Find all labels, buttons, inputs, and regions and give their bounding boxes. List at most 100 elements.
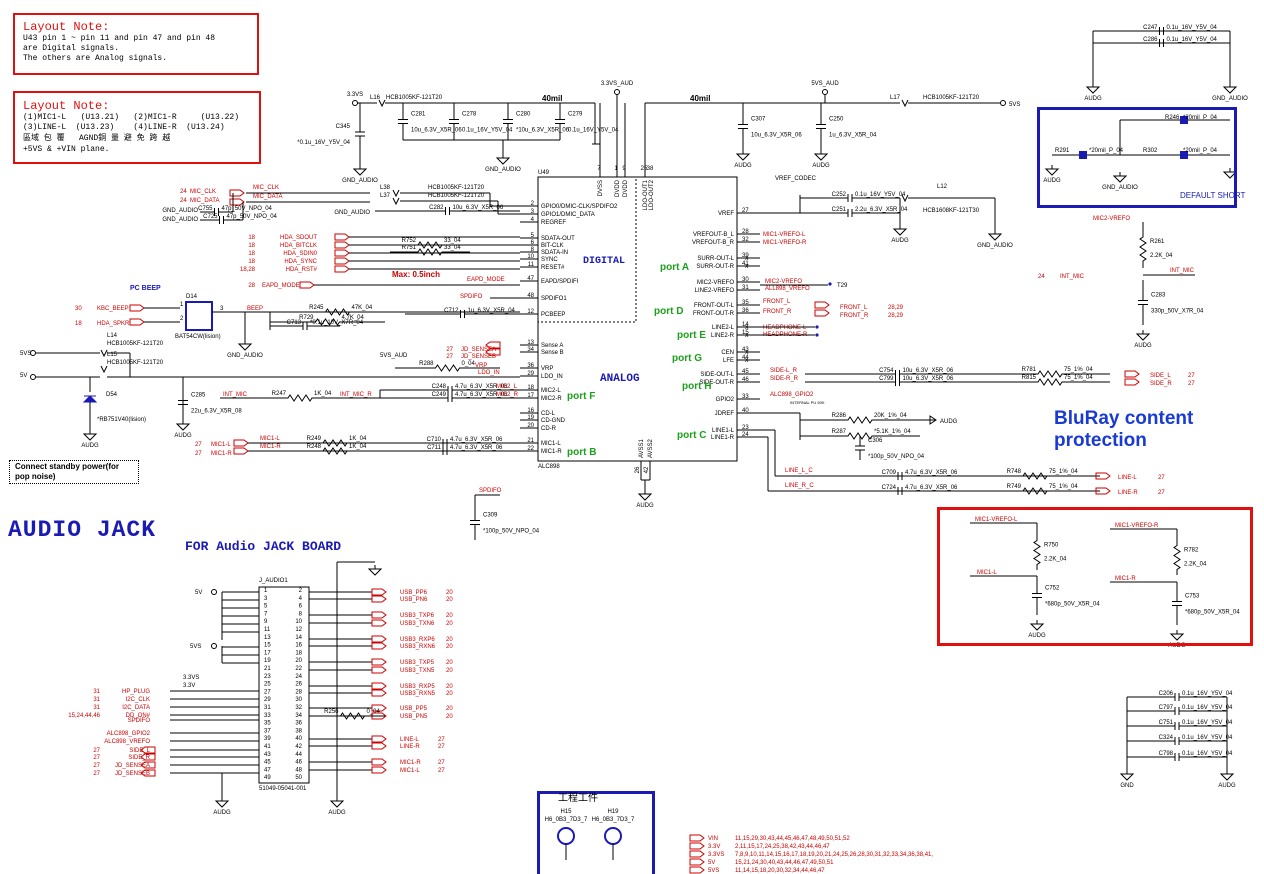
pin-number: 13 bbox=[264, 635, 271, 641]
pin-number: 48 bbox=[527, 293, 534, 299]
pin-name: GPIO0/DMIC-CLK/SPDIFO2 bbox=[541, 204, 618, 210]
ground-symbol bbox=[1044, 168, 1060, 176]
net-label: 20 bbox=[446, 660, 453, 666]
audg-port bbox=[929, 415, 937, 425]
offpage-connector bbox=[229, 189, 245, 197]
pin-number: 32 bbox=[295, 705, 302, 711]
value-label: 75_1%_04 bbox=[1064, 367, 1093, 373]
net-label: LINE-L bbox=[1118, 475, 1137, 481]
ground-label: GND_AUDIO bbox=[485, 167, 521, 173]
pin-name: CEN bbox=[721, 350, 734, 356]
pin-name: SURR-OUT-L bbox=[697, 256, 734, 262]
value-label: 0.1u_16V_Y5V_04 bbox=[855, 192, 906, 198]
net-label: 3.3V bbox=[708, 844, 720, 850]
offpage-connector bbox=[140, 769, 156, 777]
net-label: 1 bbox=[180, 302, 184, 308]
ref-label: C754 bbox=[879, 368, 894, 374]
net-label: 27 bbox=[1158, 475, 1165, 481]
ref-label: C248 bbox=[432, 384, 447, 390]
offpage-connector bbox=[689, 842, 705, 850]
value-label: 4.7u_6.3V_X5R_06 bbox=[455, 392, 508, 398]
net-label: 51049-05041-001 bbox=[259, 786, 307, 792]
ref-label: R288 bbox=[419, 361, 434, 367]
net-label: HEADPHONE-L bbox=[763, 325, 807, 331]
net-label: LINE-L bbox=[400, 737, 419, 743]
resistor bbox=[390, 241, 470, 249]
net-label: 15,24,44,46 bbox=[68, 713, 100, 719]
net-label: I2C_CLK bbox=[126, 697, 150, 703]
net-label: USB_PP6 bbox=[400, 590, 428, 596]
net-label: 18 bbox=[248, 259, 255, 265]
pin-number: 48 bbox=[295, 767, 302, 773]
pin-number: 32 bbox=[742, 237, 749, 243]
pin-number: 2 bbox=[531, 201, 535, 207]
resistor bbox=[300, 439, 370, 447]
ground-label: AUDG bbox=[1134, 343, 1152, 349]
diode-package bbox=[185, 301, 213, 331]
ref-label: C279 bbox=[568, 112, 583, 118]
pin-name: MIC2-VREFO bbox=[697, 280, 734, 286]
net-label: MIC1-R bbox=[1115, 576, 1136, 582]
pin-number: 29 bbox=[264, 697, 271, 703]
ground-symbol bbox=[237, 343, 253, 351]
net-label: HCB1608KF-121T30 bbox=[923, 208, 980, 214]
net-label: HDA_SPKR bbox=[97, 321, 130, 327]
pin-number: 3 bbox=[531, 209, 535, 215]
pin-number: 20 bbox=[295, 658, 302, 664]
value-label: 33_04 bbox=[444, 245, 461, 251]
value-label: 4.7u_6.3V_X5R_06 bbox=[905, 470, 958, 476]
pin-number: 28 bbox=[742, 229, 749, 235]
resistor bbox=[1173, 540, 1181, 575]
net-label: 5V bbox=[708, 860, 715, 866]
pin-number: 50 bbox=[295, 775, 302, 781]
net-label: 27 bbox=[1188, 373, 1195, 379]
ground-label: AUDG bbox=[1168, 643, 1186, 649]
bluray-line: BluRay content bbox=[1054, 408, 1194, 429]
net-label: USB3_TXN5 bbox=[400, 668, 435, 674]
net-label: ALC898_GPIO2 bbox=[107, 731, 151, 737]
value-label: 75_1%_04 bbox=[1049, 469, 1078, 475]
pin-number: 38 bbox=[295, 728, 302, 734]
net-label: *RB751V40(lision) bbox=[97, 417, 146, 423]
net-label: 31 bbox=[93, 697, 100, 703]
pin-number: 43 bbox=[742, 347, 749, 353]
net-label: HDA_SYNC bbox=[284, 259, 317, 265]
value-label: 2.2K_04 bbox=[1184, 562, 1207, 568]
digital-section bbox=[537, 176, 637, 323]
ground-label: GND_AUDIO bbox=[227, 353, 263, 359]
net-label: 3.3VS bbox=[183, 675, 199, 681]
pin-name: SDATA-IN bbox=[541, 250, 568, 256]
value-label: BAT54CW(lision) bbox=[175, 334, 221, 340]
note-line: are Digital signals. bbox=[23, 44, 120, 53]
net-label: 5VS bbox=[190, 644, 201, 650]
bluray-mic-box bbox=[937, 507, 1253, 646]
net-label: *20mil_P_04 bbox=[1089, 148, 1124, 154]
net-label: L17 bbox=[890, 95, 901, 101]
pin-name: GPIO2 bbox=[716, 397, 735, 403]
offpage-connector bbox=[485, 341, 501, 349]
layout-note-analog: Layout Note: (1)MIC1-L (U13.21) (2)MIC1-… bbox=[13, 91, 261, 164]
net-label: x bbox=[745, 255, 749, 262]
offpage-connector bbox=[371, 682, 387, 690]
ref-label: C753 bbox=[1185, 594, 1200, 600]
ground-symbol bbox=[892, 228, 908, 236]
ref-label: R749 bbox=[1007, 484, 1022, 490]
power-port bbox=[30, 374, 36, 380]
offpage-connector bbox=[371, 595, 387, 603]
net-label: GND_AUDIO bbox=[162, 217, 198, 223]
net-label: 20 bbox=[446, 668, 453, 674]
ferrite-bead bbox=[392, 189, 400, 198]
pin-name: SURR-OUT-R bbox=[696, 264, 734, 270]
resistor bbox=[990, 378, 1110, 386]
value-label: 0.1u_16V_Y5V_04 bbox=[1182, 751, 1233, 757]
value-label: *5.1K_1%_04 bbox=[874, 429, 911, 435]
pin-number: 11 bbox=[528, 262, 535, 268]
net-label: H19 bbox=[607, 809, 619, 815]
net-label: MIC1-R bbox=[211, 451, 232, 457]
offpage-connector bbox=[334, 265, 350, 273]
ic-part: ALC898 bbox=[538, 464, 560, 470]
pin-number: 41 bbox=[742, 261, 749, 267]
ground-label: AUDG bbox=[812, 163, 830, 169]
net-label: I2C_DATA bbox=[122, 705, 150, 711]
